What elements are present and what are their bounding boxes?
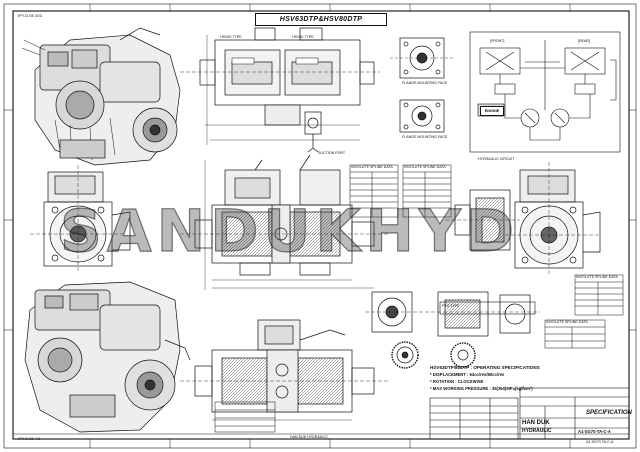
end-view-right <box>505 162 601 275</box>
front-elevation-view <box>180 154 390 290</box>
hsv63-type-box <box>231 57 255 65</box>
bottom-section-view <box>180 319 390 421</box>
label-involute-spline-2: INVOLUTE SPLINE DATA <box>404 165 446 169</box>
spec-line-displacement: * DISPLACEMENT : 63cc/rev/80cc/rev <box>430 372 505 377</box>
side-view-right <box>445 189 520 251</box>
label-hydraulic-circuit: HYDRAULIC CIRCUIT <box>478 157 515 161</box>
label-front: [FRONT] <box>490 39 505 43</box>
revision-table <box>214 401 276 433</box>
bottom-right-code: A1-SG70 TA-C-A <box>586 440 614 444</box>
flange-mounting-detail-b <box>399 99 445 133</box>
spline-data-tables <box>349 164 624 349</box>
label-hsv80-type: HSV80 TYPE <box>292 35 314 39</box>
sheet-border <box>3 3 637 449</box>
label-pto-type: PTO TYPE <box>442 304 460 308</box>
top-view-pump <box>180 27 380 153</box>
label-involute-spline-4: INVOLUTE SPLINE DATA <box>546 320 588 324</box>
label-involute-spline-3: INVOLUTE SPLINE DATA <box>576 275 618 279</box>
end-view-left <box>30 165 131 272</box>
label-rear: [REAR] <box>578 39 590 43</box>
isometric-pump-view-bottom <box>24 281 191 433</box>
bottom-strip-text: HAN DUK HYDRAULIC <box>290 435 328 439</box>
corner-code-top: IPY.G.0E 403 <box>18 13 42 18</box>
corner-code-bottom: IPY.G.0E 4C <box>18 436 41 441</box>
drawing-number: A1-SG70-TA-C-A <box>578 429 611 434</box>
sheet-title: SPECIFICATION <box>586 410 632 416</box>
isometric-pump-view-top <box>21 27 181 166</box>
spec-line-rotation: * ROTATION : CLOCKWISE <box>430 379 484 384</box>
label-hsv63-type: HSV63 TYPE <box>220 35 242 39</box>
label-involute-spline-1: INVOLUTE SPLINE DATA <box>351 165 393 169</box>
label-suction-port: SUCTION PORT <box>318 151 346 155</box>
flange-mounting-detail-a <box>390 37 455 79</box>
model-title: HSV63DTP&HSV80DTP <box>255 13 387 26</box>
spec-heading: HSV63DTP/80DTP : OPERATING SPECIFICATION… <box>430 365 540 370</box>
pto-gear-detail <box>365 291 540 369</box>
zone-ticks <box>4 4 636 448</box>
company-name-line1: HAN DUK <box>522 420 550 426</box>
spec-line-pressure: * MAX WORKING PRESSURE : 35(350)MPa(kgf/… <box>430 386 533 391</box>
hydraulic-circuit-schematic <box>469 31 621 153</box>
hsv80-type-box <box>295 57 319 65</box>
label-flange-a: FLANGE MOUNTING FACE <box>402 81 448 85</box>
label-flange-b: FLANGE MOUNTING FACE <box>402 135 448 139</box>
title-block <box>429 301 630 440</box>
label-engine: ENGINE <box>480 106 504 116</box>
company-name-line2: HYDRAULIC <box>522 428 552 434</box>
